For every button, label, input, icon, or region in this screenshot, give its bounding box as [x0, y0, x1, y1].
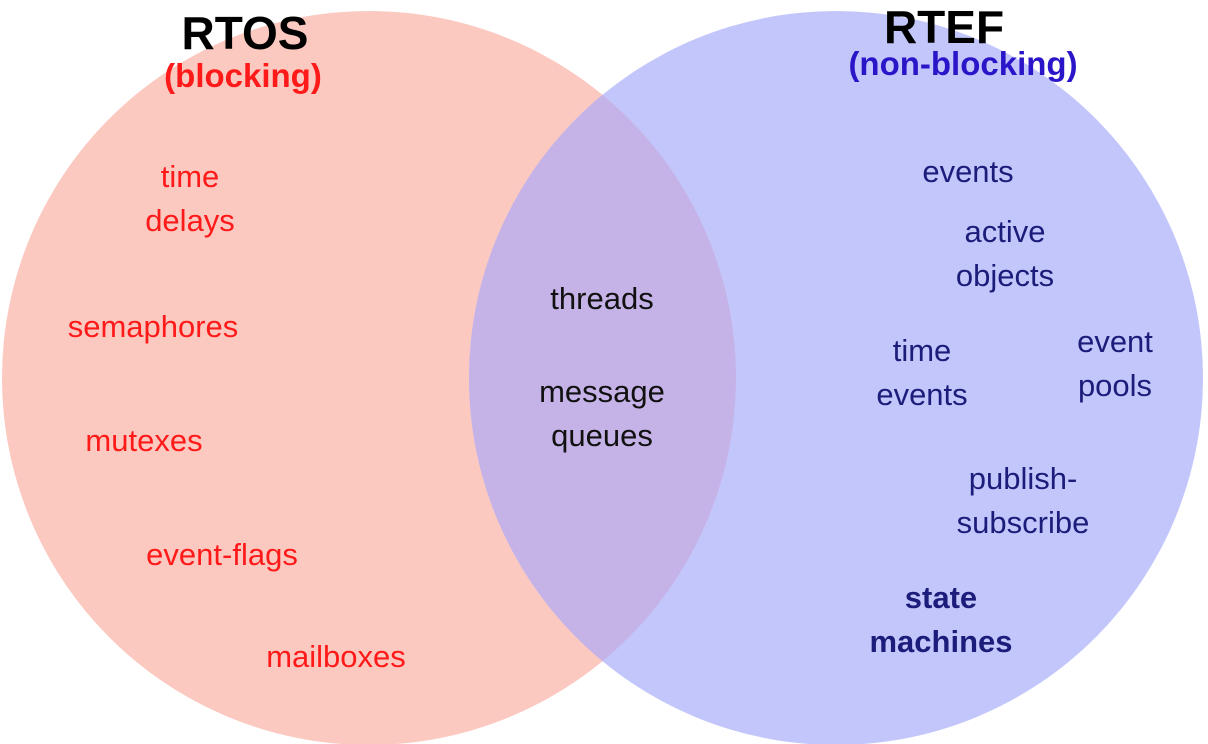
rtef-item-events: events	[922, 154, 1014, 189]
shared-item-message-queues: message queues	[539, 370, 665, 458]
shared-item-line: message	[539, 374, 665, 409]
rtos-item-semaphores: semaphores	[67, 309, 239, 344]
rtef-item-line: subscribe	[956, 505, 1090, 540]
rtef-item-line: time	[892, 333, 952, 368]
rtef-item-line: objects	[955, 258, 1055, 293]
shared-item-threads: threads	[550, 281, 654, 316]
rtef-item-line: state	[904, 580, 978, 615]
rtef-item-line: events	[876, 377, 968, 412]
rtef-item-line: pools	[1077, 368, 1153, 403]
rtos-subtitle: (blocking)	[164, 57, 322, 94]
rtos-item-time-delays: time delays	[145, 155, 235, 243]
rtef-title: RTEF	[883, 1, 1005, 53]
overlap-region	[469, 11, 736, 744]
rtef-item-event-pools: event pools	[1077, 320, 1153, 408]
shared-item-line: queues	[551, 418, 653, 453]
rtef-item-active-objects: active objects	[956, 210, 1054, 298]
rtos-item-event-flags: event-flags	[146, 537, 298, 572]
rtef-item-publish-subscribe: publish- subscribe	[957, 457, 1090, 545]
rtos-item-mutexes: mutexes	[85, 423, 203, 458]
rtos-item-line: delays	[145, 203, 235, 238]
rtos-item-line: time	[160, 159, 220, 194]
rtef-item-line: machines	[869, 624, 1013, 659]
rtos-item-mailboxes: mailboxes	[266, 639, 406, 674]
rtef-item-line: event	[1077, 324, 1153, 359]
rtef-item-line: active	[964, 214, 1046, 249]
rtef-subtitle: (non-blocking)	[848, 45, 1078, 82]
rtef-item-state-machines: state machines	[869, 576, 1012, 664]
rtos-title: RTOS	[181, 7, 309, 59]
rtef-item-time-events: time events	[876, 329, 967, 417]
rtef-item-line: publish-	[968, 461, 1078, 496]
